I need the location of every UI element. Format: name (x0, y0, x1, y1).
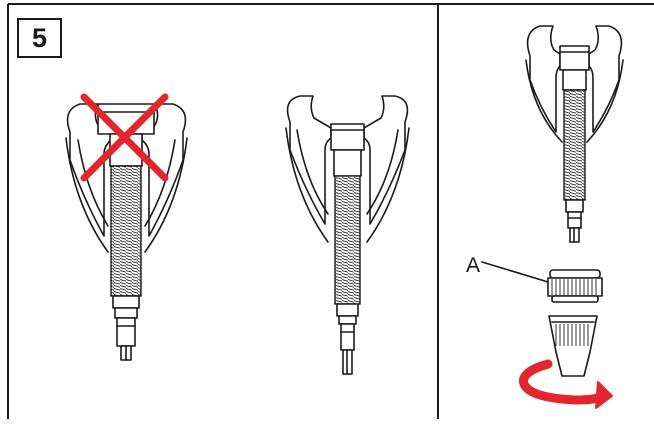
rotate-arrow-icon (519, 359, 613, 409)
ring-nut-part-a (547, 269, 603, 303)
assembly-correct (285, 95, 410, 375)
callout-label: A (466, 254, 481, 277)
panel-frame (7, 3, 654, 419)
callout-leader (481, 261, 549, 283)
callout-label-a: A (466, 254, 480, 278)
knurled-cap (548, 315, 598, 377)
red-cross-icon (80, 93, 169, 182)
handle-frame-correct (286, 95, 332, 225)
threaded-shaft (110, 165, 142, 297)
step-number: 5 (31, 22, 48, 53)
assembly-incorrect (65, 93, 188, 361)
assembly-exploded (481, 25, 624, 409)
step-number-badge: 5 (17, 18, 62, 58)
